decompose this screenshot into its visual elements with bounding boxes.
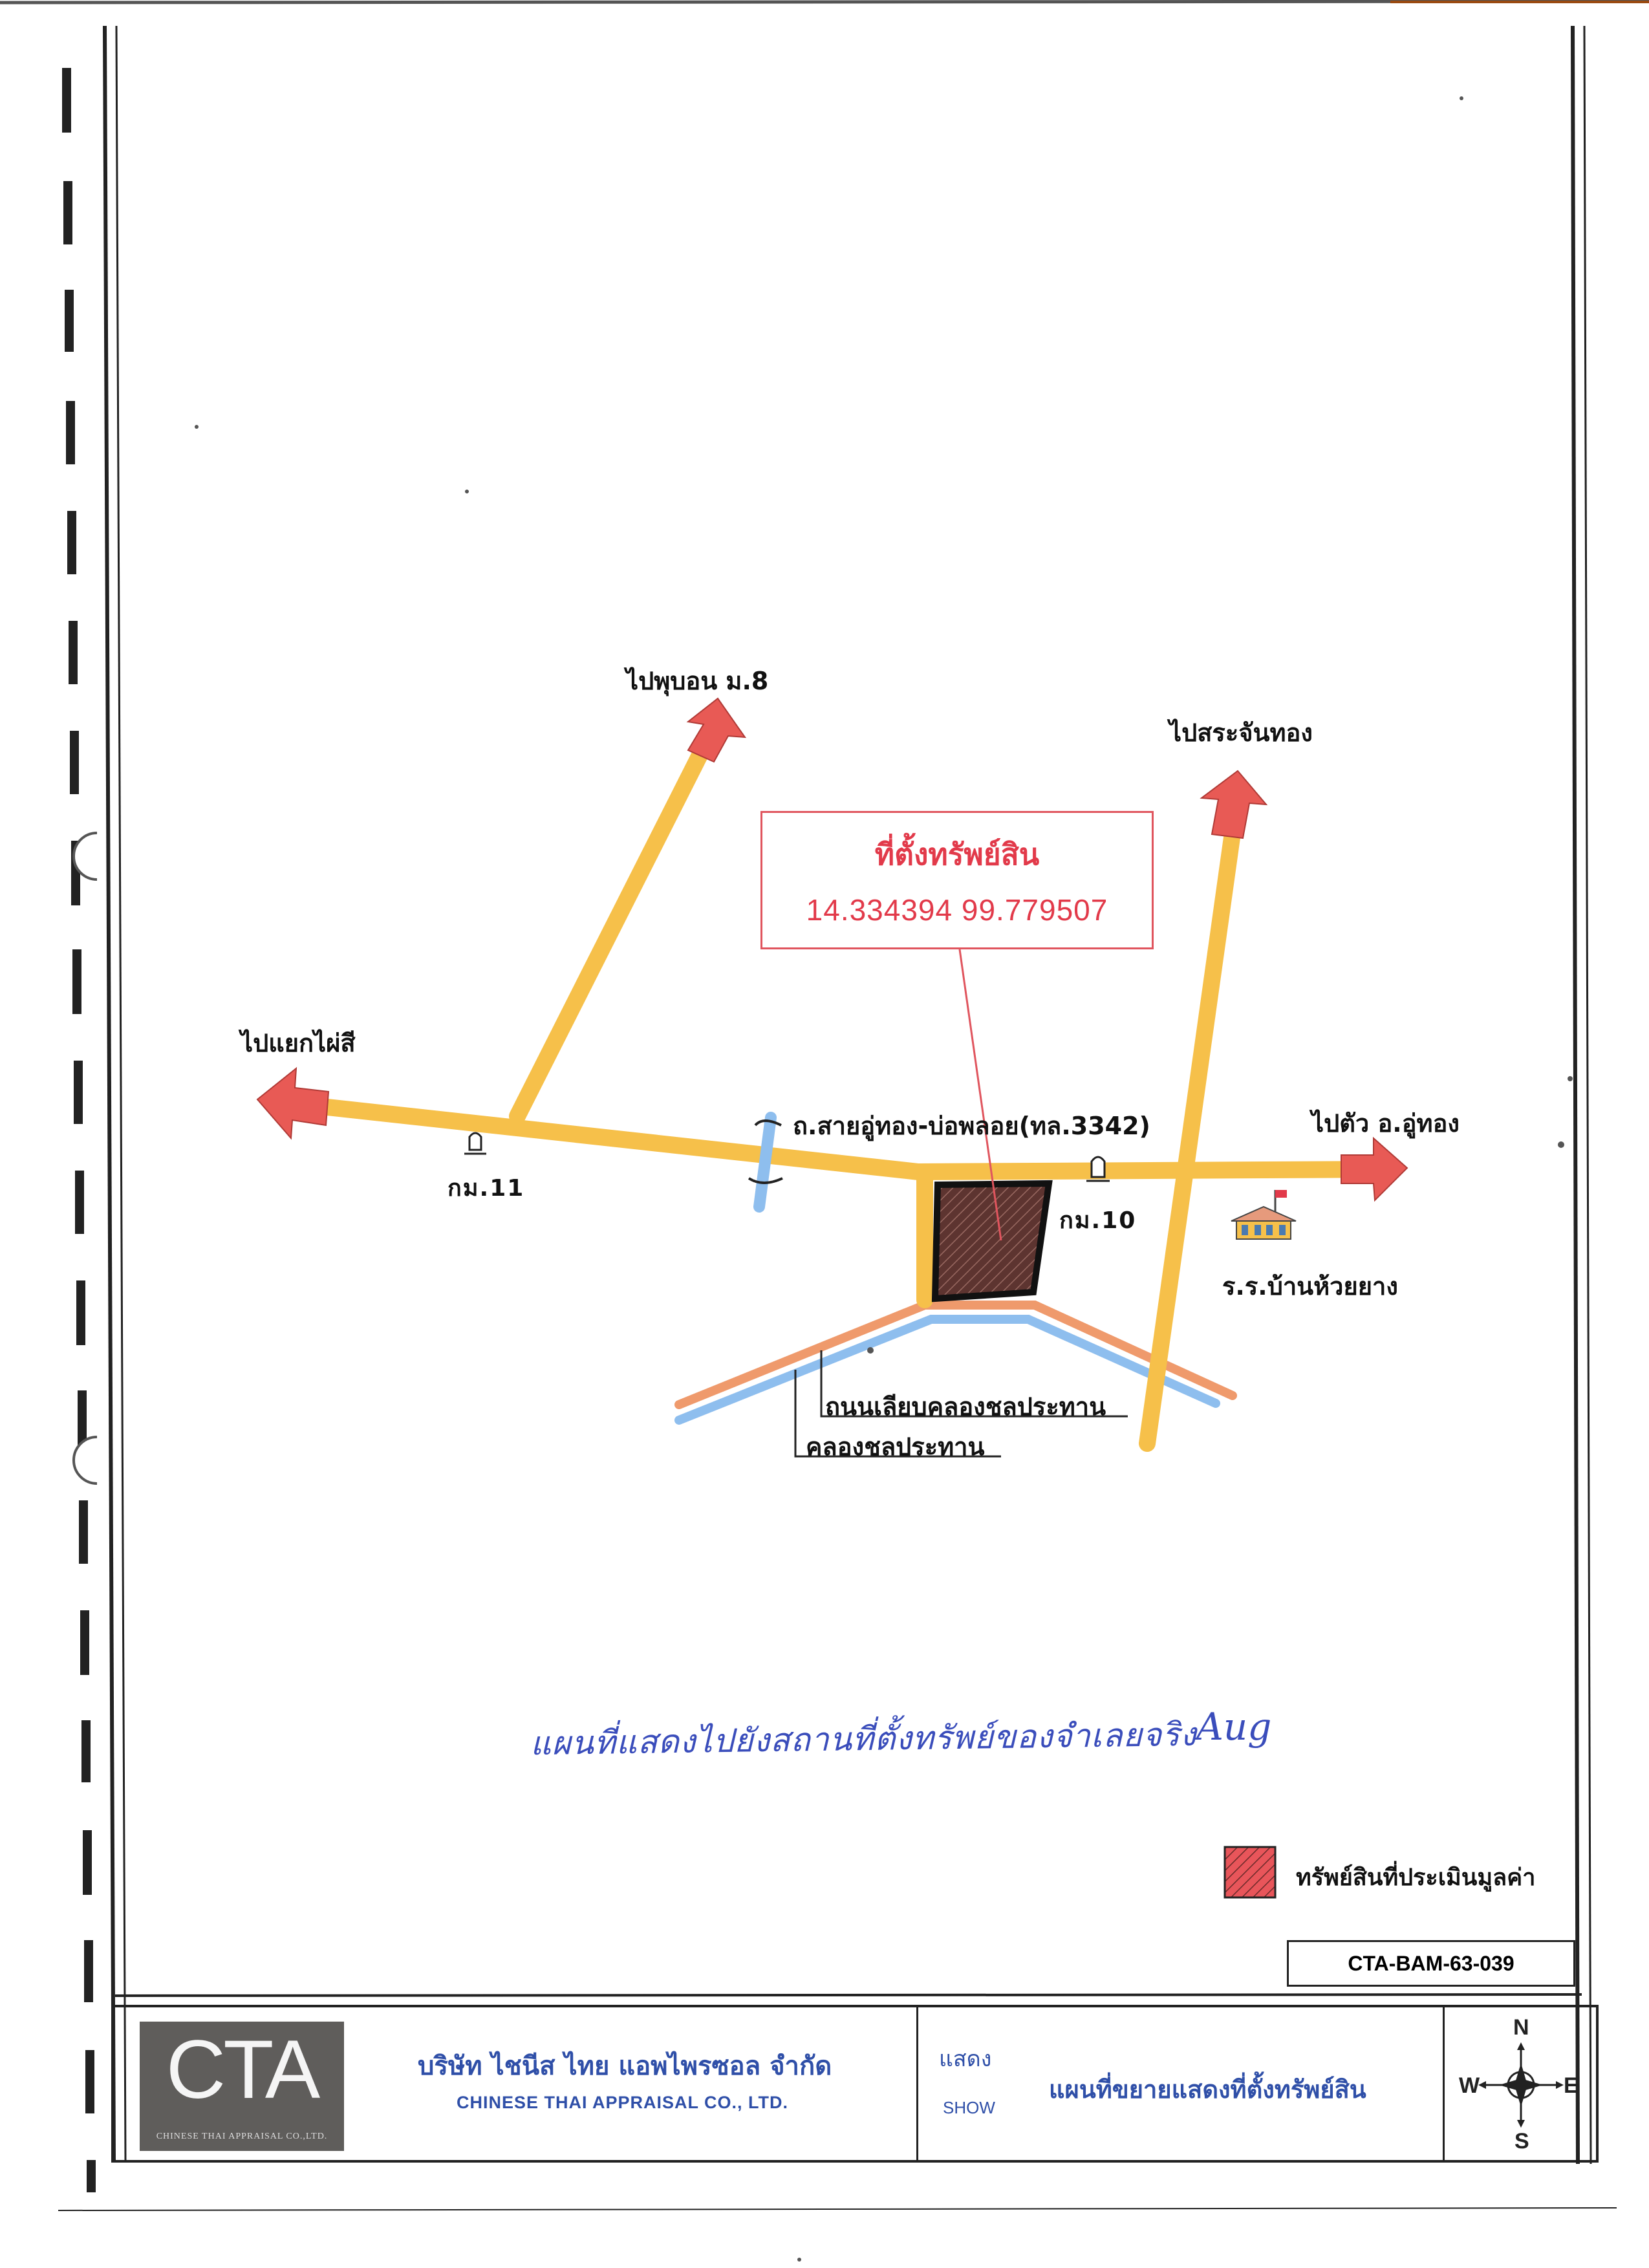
km-marker-label-11: กม.11 — [447, 1175, 525, 1202]
property-parcel — [931, 1180, 1053, 1302]
destination-label-sa-jan-thong: ไปสระจันทอง — [1169, 718, 1313, 747]
legend-label: ทรัพย์สินที่ประเมินมูลค่า — [1296, 1864, 1536, 1891]
canal-label-leaders — [794, 1350, 1128, 1458]
compass-w: W — [1459, 2073, 1480, 2098]
page-frame — [58, 25, 1617, 2211]
arrows — [256, 697, 1408, 1202]
main-road-label: ถ.สายอู่ทอง-บ่อพลอย(ทล.3342) — [793, 1112, 1150, 1140]
company-name-en: CHINESE THAI APPRAISAL CO., LTD. — [457, 2093, 789, 2112]
arrow-pu-bon — [686, 697, 747, 763]
compass-icon — [1478, 2042, 1564, 2128]
property-callout: ที่ตั้งทรัพย์สิน 14.334394 99.779507 — [760, 811, 1154, 949]
scan-top-edge — [0, 0, 1649, 5]
canal-label: คลองชลประทาน — [806, 1432, 985, 1461]
company-cell: CTA CHINESE THAI APPRAISAL CO.,LTD. บริษ… — [114, 2007, 918, 2160]
destination-label-pu-bon: ไปพุบอน ม.8 — [626, 667, 769, 695]
scan-specks — [195, 96, 1573, 2262]
compass-n: N — [1513, 2015, 1529, 2040]
destination-label-yaek-phai-si: ไปแยกไผ่สี — [241, 1029, 356, 1057]
show-label-en: SHOW — [943, 2098, 995, 2117]
school-label: ร.ร.บ้านห้วยยาง — [1222, 1272, 1398, 1301]
road-to-sa-jan-thong — [1139, 825, 1241, 1452]
callout-leader-line — [958, 949, 1002, 1241]
school-icon — [1231, 1190, 1297, 1240]
compass-rose: N S E W — [1456, 2015, 1586, 2154]
show-label-th: แสดง — [939, 2046, 992, 2072]
km-marker-label-10: กม.10 — [1059, 1207, 1137, 1234]
canal-road-line — [674, 1301, 1237, 1409]
compass-e: E — [1564, 2073, 1579, 2098]
canal-line — [674, 1315, 1220, 1425]
milestone-km10-icon — [1086, 1156, 1110, 1182]
punch-hole-bottom — [72, 1436, 98, 1485]
cta-logo: CTA CHINESE THAI APPRAISAL CO.,LTD. — [140, 2022, 344, 2151]
property-callout-title: ที่ตั้งทรัพย์สิน — [874, 837, 1040, 872]
property-coordinates: 14.334394 99.779507 — [806, 893, 1108, 927]
binding-marks — [62, 68, 96, 2192]
destination-label-tua-u-thong: ไปตัว อ.อู่ทอง — [1311, 1109, 1460, 1138]
arrow-sa-jan-thong — [1200, 770, 1268, 839]
document-reference: CTA-BAM-63-039 — [1287, 1940, 1575, 1987]
handwritten-note: แผนที่แสดงไปยังสถานที่ตั้งทรัพย์ของจำเลย… — [530, 1715, 1197, 1763]
arrow-yaek-phai-si — [256, 1066, 330, 1140]
description-cell — [918, 2007, 1445, 2160]
road-to-pu-bon — [509, 742, 711, 1125]
canal-road-label: ถนนเลียบคลองชลประทาน — [825, 1392, 1106, 1421]
company-name-th: บริษัท ไชนีส ไทย แอพไพรซอล จำกัด — [418, 2051, 832, 2081]
roads — [296, 742, 1392, 1452]
legend-swatch — [1223, 1846, 1277, 1899]
arrow-tua-u-thong — [1341, 1136, 1408, 1202]
logo-subtext: CHINESE THAI APPRAISAL CO.,LTD. — [156, 2132, 328, 2141]
punch-hole-top — [72, 832, 98, 881]
signature: Aug — [1196, 1705, 1272, 1749]
logo-text: CTA — [166, 2024, 321, 2116]
milestone-km11-icon — [464, 1132, 486, 1155]
compass-s: S — [1514, 2129, 1529, 2154]
bridge-icon — [748, 1112, 783, 1213]
title-block: CTA CHINESE THAI APPRAISAL CO.,LTD. บริษ… — [111, 2005, 1599, 2163]
map-description: แผนที่ขยายแสดงที่ตั้งทรัพย์สิน — [1049, 2075, 1366, 2104]
